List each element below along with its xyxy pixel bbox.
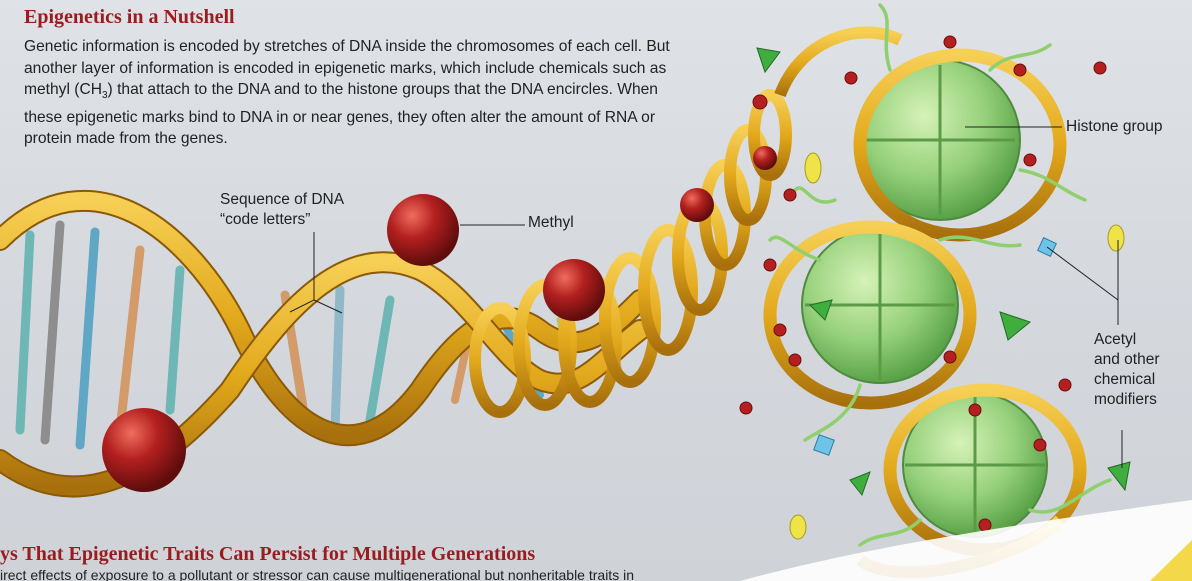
histone-top	[860, 55, 1060, 235]
label-acetyl-modifiers: Acetyl and other chemical modifiers	[1094, 330, 1160, 410]
label-dna-sequence: Sequence of DNA “code letters”	[220, 190, 344, 230]
methyl-spheres	[102, 146, 777, 492]
label-methyl: Methyl	[528, 213, 574, 233]
label-acetyl-line1: Acetyl	[1094, 330, 1160, 350]
label-histone-group: Histone group	[1066, 117, 1163, 137]
next-section-heading: ys That Epigenetic Traits Can Persist fo…	[0, 543, 535, 566]
label-dna-sequence-line1: Sequence of DNA	[220, 190, 344, 210]
label-acetyl-line3: chemical	[1094, 370, 1160, 390]
label-acetyl-line2: and other	[1094, 350, 1160, 370]
label-dna-sequence-line2: “code letters”	[220, 210, 344, 230]
intro-paragraph: Genetic information is encoded by stretc…	[24, 36, 684, 150]
histone-groups	[770, 55, 1080, 572]
label-acetyl-line4: modifiers	[1094, 390, 1160, 410]
figure-title: Epigenetics in a Nutshell	[24, 6, 235, 29]
next-section-text: irect effects of exposure to a pollutant…	[0, 567, 634, 581]
intro-text-part2: ) that attach to the DNA and to the hist…	[24, 81, 658, 147]
histone-middle	[770, 227, 970, 403]
